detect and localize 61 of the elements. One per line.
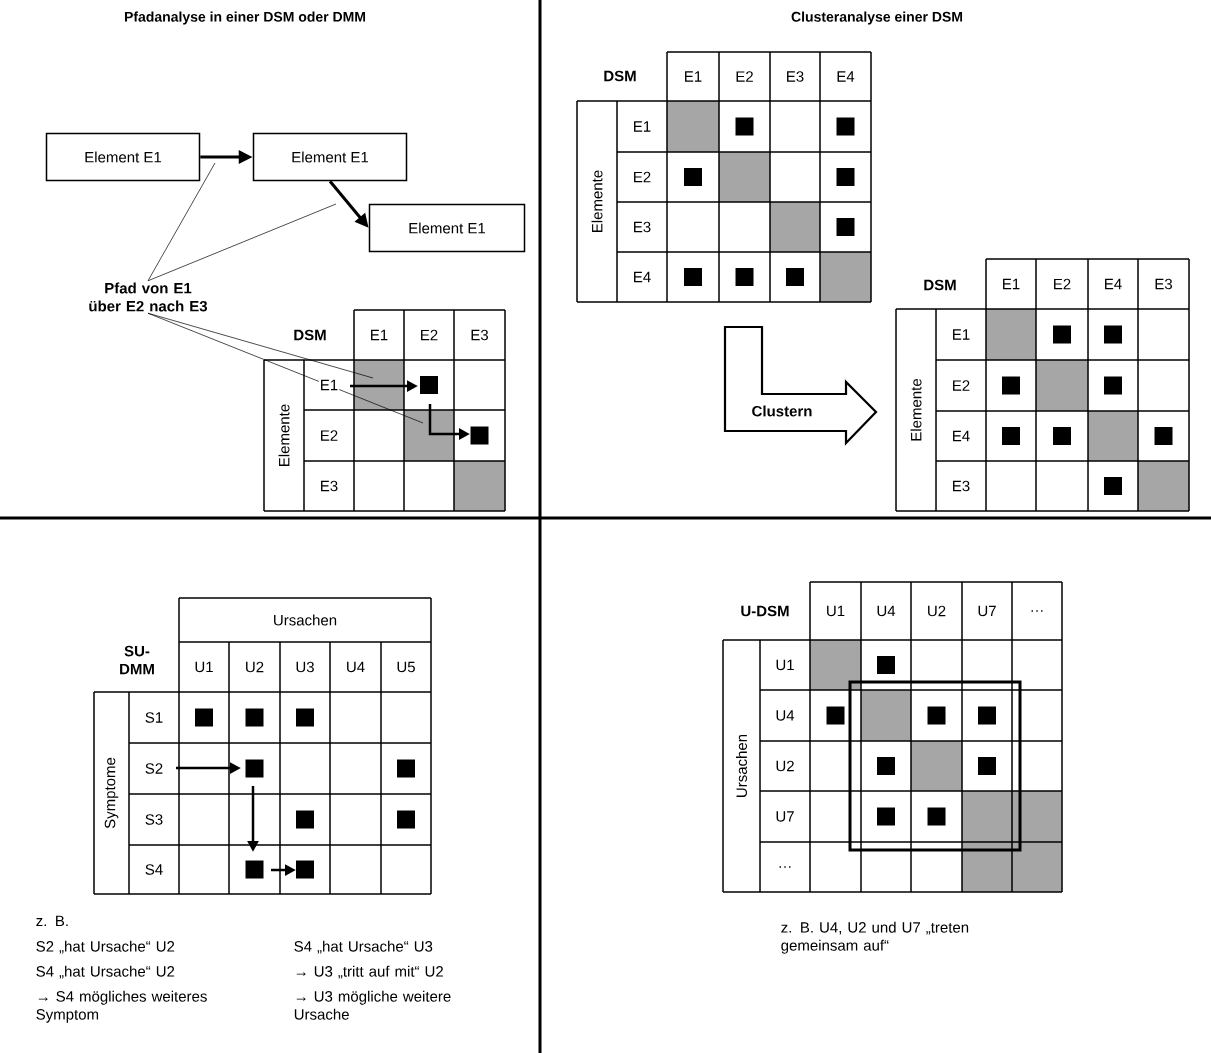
- panel-heading: Clusteranalyse einer DSM: [791, 11, 963, 25]
- column-header: U7: [978, 605, 996, 617]
- row-header: S3: [143, 813, 165, 826]
- column-header: U2: [246, 661, 264, 673]
- note-text: z. B. U4, U2 und U7 „treten gemeinsam auf“: [781, 921, 969, 954]
- matrix-title: DSM: [294, 329, 326, 341]
- matrix-title: DSM: [924, 279, 956, 291]
- column-header: E3: [1155, 278, 1173, 290]
- leader-line: [147, 312, 374, 379]
- row-header: S4: [143, 863, 165, 876]
- leader-line: [147, 203, 337, 282]
- column-header: E3: [471, 329, 488, 341]
- column-header: U3: [296, 661, 314, 673]
- leader-line: [147, 162, 216, 282]
- column-header: E4: [837, 71, 855, 82]
- column-header: E2: [421, 329, 438, 341]
- row-group-header: Elemente: [278, 404, 290, 466]
- note-text: S4 „hat Ursache“ U2: [36, 965, 175, 979]
- row-group-header: Ursachen: [736, 734, 747, 797]
- matrix-title: SU- DMM: [120, 645, 154, 675]
- column-header: U5: [397, 661, 415, 673]
- element-box: Element E1: [45, 132, 201, 182]
- note-text: → U3 „tritt auf mit“ U2: [296, 965, 443, 979]
- column-header: E1: [371, 329, 388, 341]
- column-header: E4: [1105, 278, 1122, 290]
- column-header: E3: [787, 71, 804, 82]
- column-header: E2: [736, 71, 753, 82]
- row-header: …: [776, 865, 794, 869]
- note-text: → U3 mögliche weitere Ursache: [294, 990, 451, 1020]
- matrix-title: DSM: [604, 70, 636, 82]
- leader-line: [147, 312, 424, 424]
- note-text: S4 „hat Ursache“ U3: [294, 940, 433, 954]
- note-text: → S4 mögliches weiteres Symptom: [36, 990, 207, 1023]
- column-header: E1: [685, 71, 702, 82]
- column-header: E2: [1054, 278, 1071, 290]
- note-text: z. B.: [36, 915, 68, 927]
- column-header: U1: [195, 661, 213, 673]
- row-header: E1: [631, 120, 653, 133]
- note-text: S2 „hat Ursache“ U2: [36, 940, 175, 954]
- column-header: U2: [928, 605, 946, 617]
- column-header: …: [1031, 610, 1043, 612]
- row-group-header: Elemente: [910, 379, 922, 441]
- column-header: U1: [827, 605, 845, 617]
- column-header: U4: [347, 661, 365, 673]
- row-header: S1: [143, 711, 165, 724]
- row-group-header: Elemente: [591, 170, 603, 232]
- row-header: U7: [774, 810, 796, 823]
- row-header: E2: [950, 379, 972, 392]
- panel-heading: Pfadanalyse in einer DSM oder DMM: [124, 11, 366, 25]
- column-header: E1: [1003, 278, 1020, 290]
- matrix-title: U-DSM: [741, 605, 789, 617]
- row-header: S2: [143, 762, 165, 775]
- column-header: U4: [877, 605, 896, 617]
- row-header: E1: [950, 328, 972, 341]
- element-box: Element E1: [368, 203, 526, 253]
- callout-label: Pfad von E1 über E2 nach E3: [89, 282, 208, 312]
- row-group-header: Symptome: [104, 757, 119, 829]
- row-header: U4: [774, 709, 796, 722]
- column-group-header: Ursachen: [274, 614, 337, 626]
- element-box: Element E1: [252, 132, 408, 182]
- row-header: E2: [318, 429, 340, 442]
